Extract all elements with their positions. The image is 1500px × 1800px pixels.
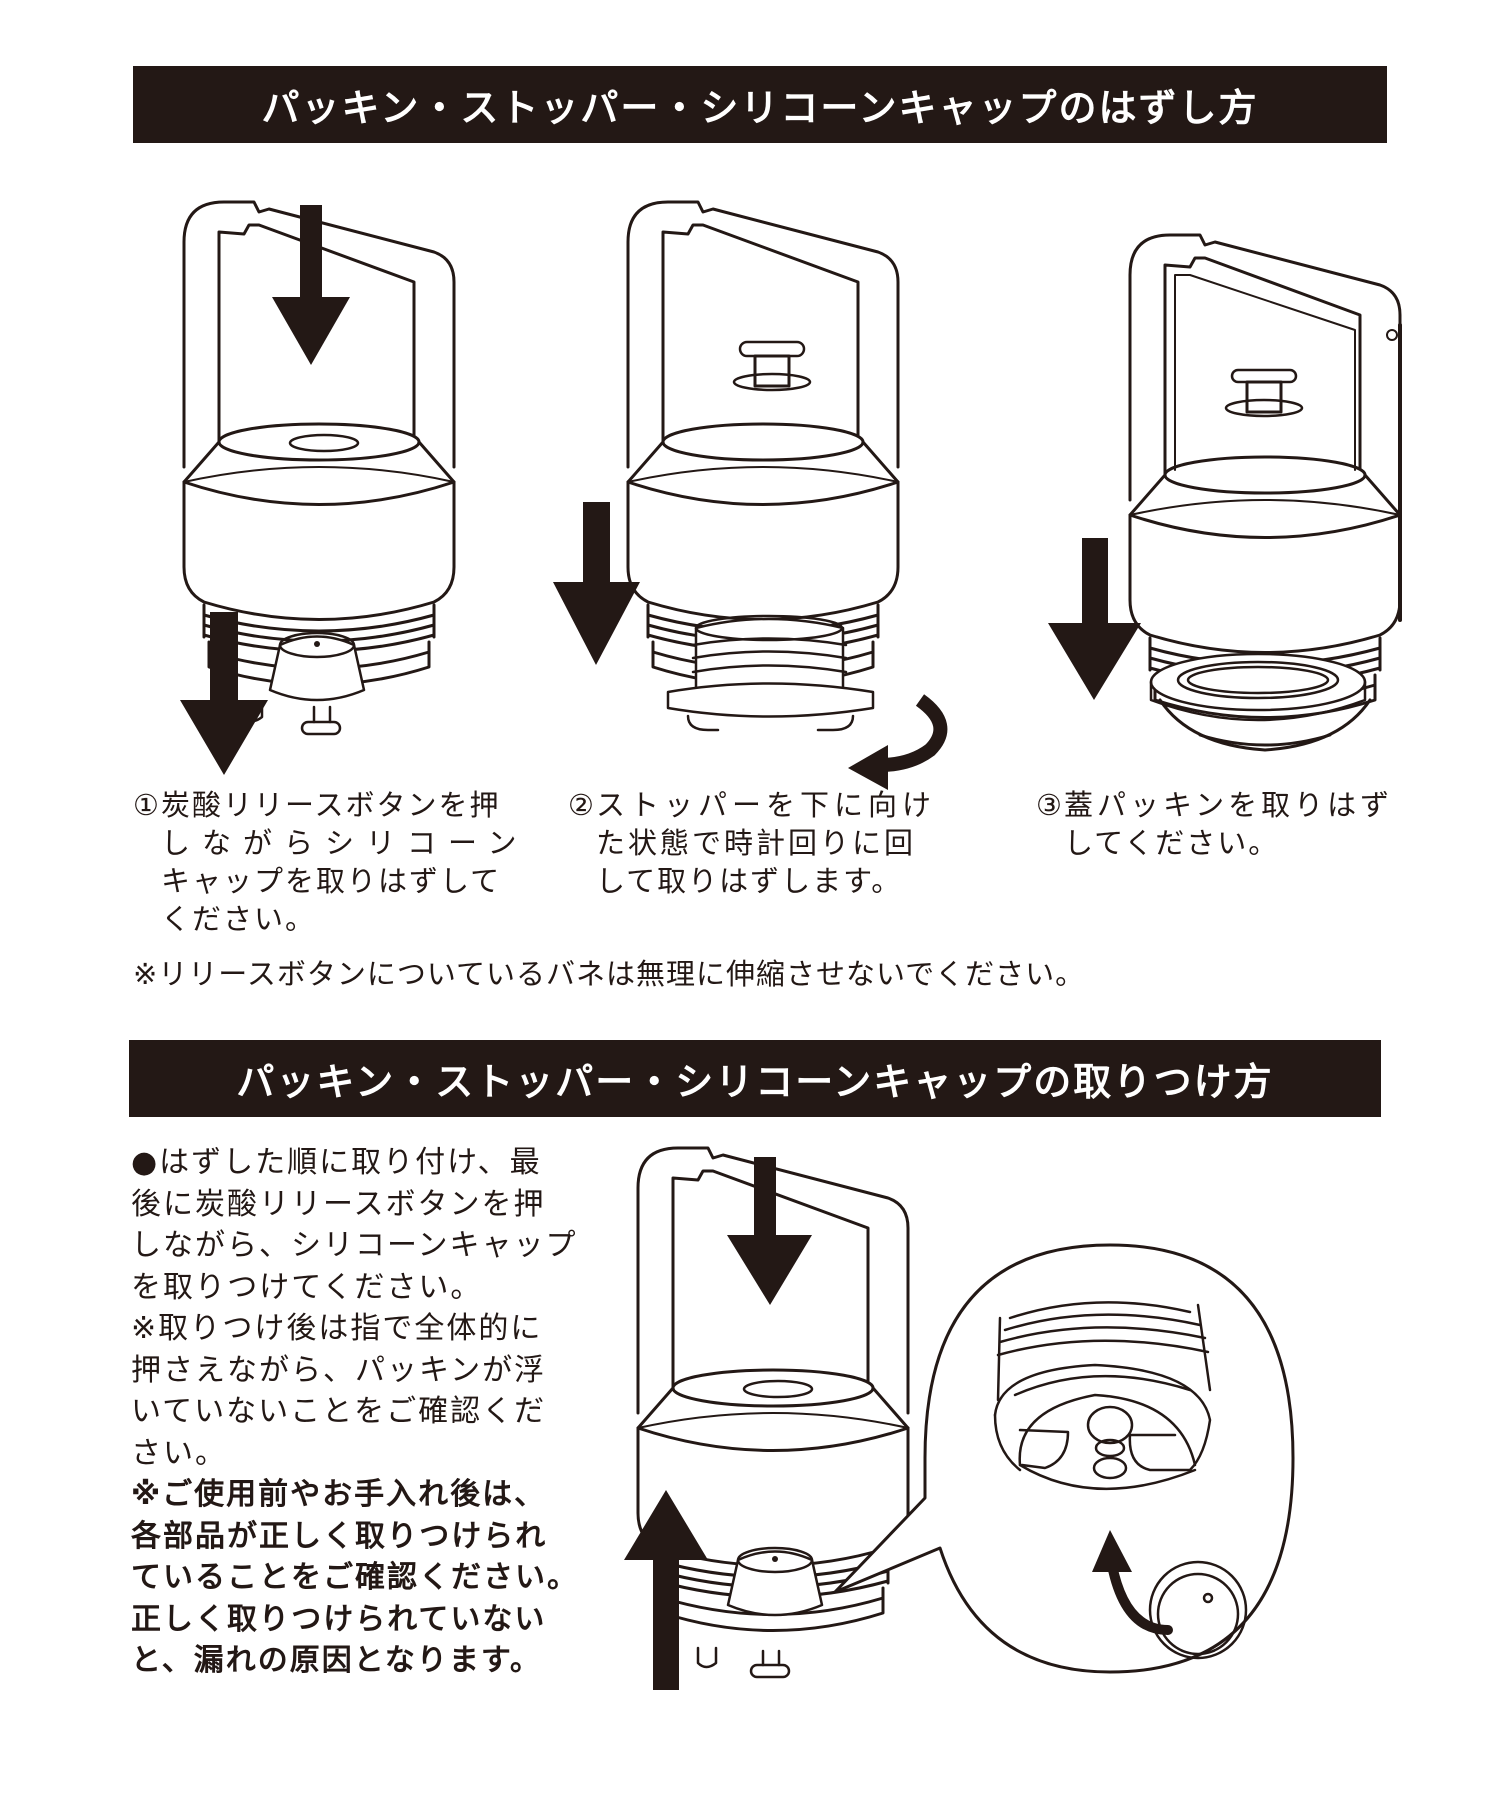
install-line: を取りつけてください。 (131, 1269, 483, 1305)
detail-zoom-bubble (835, 1245, 1293, 1672)
illustration-install (636, 1146, 910, 1677)
install-warning-line: 各部品が正しく取りつけられ (131, 1518, 548, 1554)
down-arrow-icon-step1 (180, 612, 268, 775)
down-arrow-icon-step3 (1048, 538, 1141, 700)
step3-line-1: ③蓋パッキンを取りはず (1036, 788, 1394, 822)
installation-instructions: ●はずした順に取り付け、最 後に炭酸リリースボタンを押 しながら、シリコーンキャ… (131, 1142, 601, 1682)
step1-line-4: ください。 (161, 902, 317, 936)
up-arrow-icon (624, 1490, 708, 1690)
removal-step-1: ①炭酸リリースボタンを押 しながらシリコーン キャップを取りはずして ください。 (133, 786, 529, 938)
install-warning-line: ていることをご確認ください。 (131, 1560, 579, 1595)
stopper-step2 (668, 616, 873, 730)
step1-line-2: しながらシリコーン (161, 826, 529, 860)
press-arrow-icon-step1 (272, 205, 350, 365)
spring-caution-note: ※リリースボタンについているバネは無理に伸縮させないでください。 (133, 957, 1086, 991)
install-line: しながら、シリコーンキャップ (131, 1228, 578, 1263)
install-line: さい。 (131, 1435, 227, 1471)
step2-line-3: して取りはずします。 (596, 864, 903, 898)
removal-section-header: パッキン・ストッパー・シリコーンキャップのはずし方 (133, 66, 1387, 143)
step-number-1: ① (133, 788, 161, 822)
install-line: いていないことをご確認くだ (131, 1394, 547, 1429)
removal-step-2: ②ストッパーを下に向け た状態で時計回りに回 して取りはずします。 (568, 786, 936, 900)
install-line: ●はずした順に取り付け、最 (131, 1145, 542, 1180)
silicone-cap-install (728, 1548, 822, 1615)
illustration-step3 (1128, 233, 1400, 750)
step1-line-3: キャップを取りはずして (161, 864, 502, 898)
install-line: ※取りつけ後は指で全体的に (131, 1311, 543, 1346)
illustration-step1 (182, 200, 456, 734)
install-warning-line: と、漏れの原因となります。 (131, 1643, 542, 1678)
press-arrow-icon-install (727, 1157, 812, 1305)
step1-line-1: ①炭酸リリースボタンを押 (133, 788, 501, 822)
install-warning-line: ※ご使用前やお手入れ後は、 (131, 1477, 547, 1512)
installation-section-title: パッキン・ストッパー・シリコーンキャップの取りつけ方 (236, 1060, 1274, 1104)
step2-line-1: ②ストッパーを下に向け (568, 788, 937, 822)
step-number-2: ② (568, 788, 596, 822)
installation-section-header: パッキン・ストッパー・シリコーンキャップの取りつけ方 (129, 1040, 1381, 1117)
install-line: 押さえながら、パッキンが浮 (131, 1352, 547, 1388)
removal-section-title: パッキン・ストッパー・シリコーンキャップのはずし方 (261, 86, 1259, 130)
silicone-cap-step1 (270, 633, 364, 700)
rotate-clockwise-icon (848, 700, 940, 790)
step-number-3: ③ (1036, 788, 1064, 822)
down-arrow-icon-step2 (553, 502, 640, 665)
removal-step-3: ③蓋パッキンを取りはず してください。 (1036, 786, 1393, 862)
step3-line-2: してください。 (1064, 826, 1280, 860)
gasket-ring-step3 (1151, 654, 1365, 720)
install-line: 後に炭酸リリースボタンを押 (131, 1186, 546, 1222)
install-warning-line: 正しく取りつけられていない (131, 1601, 547, 1637)
step2-line-2: た状態で時計回りに回 (596, 826, 917, 860)
illustration-step2 (626, 200, 900, 686)
